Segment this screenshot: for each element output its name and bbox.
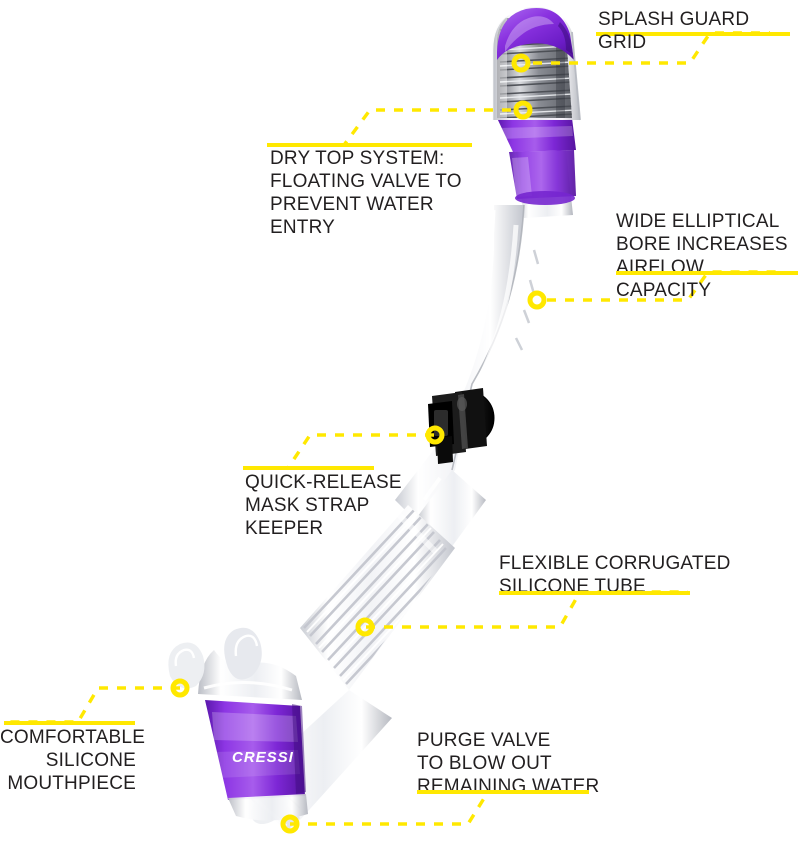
connector-quick-release xyxy=(243,433,434,470)
callout-splash-guard-grid: SPLASH GUARD GRID xyxy=(598,9,750,53)
rule-quick-release xyxy=(243,466,374,470)
marker-purge-valve xyxy=(280,814,300,834)
rule-dry-top-system xyxy=(267,143,472,147)
connector-dry-top-system xyxy=(268,108,511,147)
brand-label: CRESSI xyxy=(232,749,294,766)
callout-wide-elliptical-bore: WIDE ELLIPTICAL BORE INCREASES AIRFLOW C… xyxy=(616,211,788,301)
marker-corrugated-tube xyxy=(355,617,375,637)
callout-quick-release: QUICK-RELEASE MASK STRAP KEEPER xyxy=(245,472,402,539)
marker-dry-top-system xyxy=(513,100,533,120)
marker-wide-elliptical-bore xyxy=(527,290,547,310)
rule-corrugated-tube xyxy=(499,591,690,595)
rule-mouthpiece xyxy=(4,721,135,725)
marker-quick-release xyxy=(425,425,445,445)
callout-purge-valve: PURGE VALVE TO BLOW OUT REMAINING WATER xyxy=(417,730,600,797)
callout-dry-top-system: DRY TOP SYSTEM: FLOATING VALVE TO PREVEN… xyxy=(270,148,462,238)
connector-mouthpiece xyxy=(6,686,180,724)
rule-wide-elliptical-bore xyxy=(616,271,798,275)
callout-mouthpiece: COMFORTABLE SILICONE MOUTHPIECE xyxy=(0,727,146,794)
marker-mouthpiece xyxy=(170,678,190,698)
marker-splash-guard-grid xyxy=(511,53,531,73)
rule-splash-guard-grid xyxy=(596,32,790,36)
rule-purge-valve xyxy=(417,790,589,794)
